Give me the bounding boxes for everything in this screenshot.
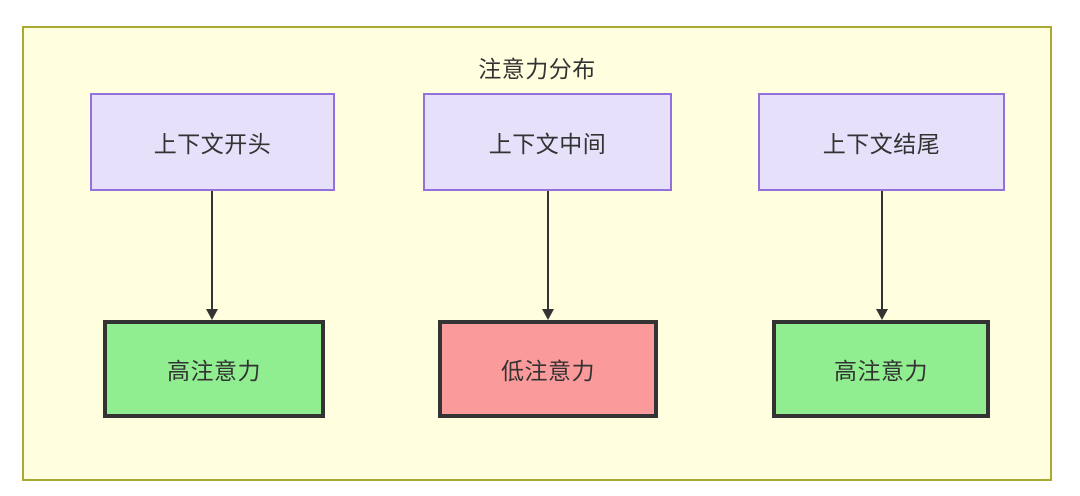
node-context-middle-label: 上下文中间 [488,131,607,157]
node-attention-end[interactable]: 高注意力 [772,320,990,418]
node-attention-middle-label: 低注意力 [501,358,595,384]
node-attention-start-label: 高注意力 [167,358,261,384]
node-context-middle[interactable]: 上下文中间 [423,93,672,191]
edge-shaft [547,191,549,310]
node-context-start[interactable]: 上下文开头 [90,93,335,191]
down-arrow-icon [876,309,888,320]
node-context-end-label: 上下文结尾 [822,131,941,157]
edge-shaft [881,191,883,310]
node-context-end[interactable]: 上下文结尾 [758,93,1005,191]
diagram-title: 注意力分布 [478,56,596,82]
node-attention-middle[interactable]: 低注意力 [438,320,658,418]
down-arrow-icon [542,309,554,320]
node-attention-start[interactable]: 高注意力 [103,320,325,418]
down-arrow-icon [206,309,218,320]
node-attention-end-label: 高注意力 [834,358,928,384]
node-context-start-label: 上下文开头 [153,131,272,157]
edge-shaft [211,191,213,310]
